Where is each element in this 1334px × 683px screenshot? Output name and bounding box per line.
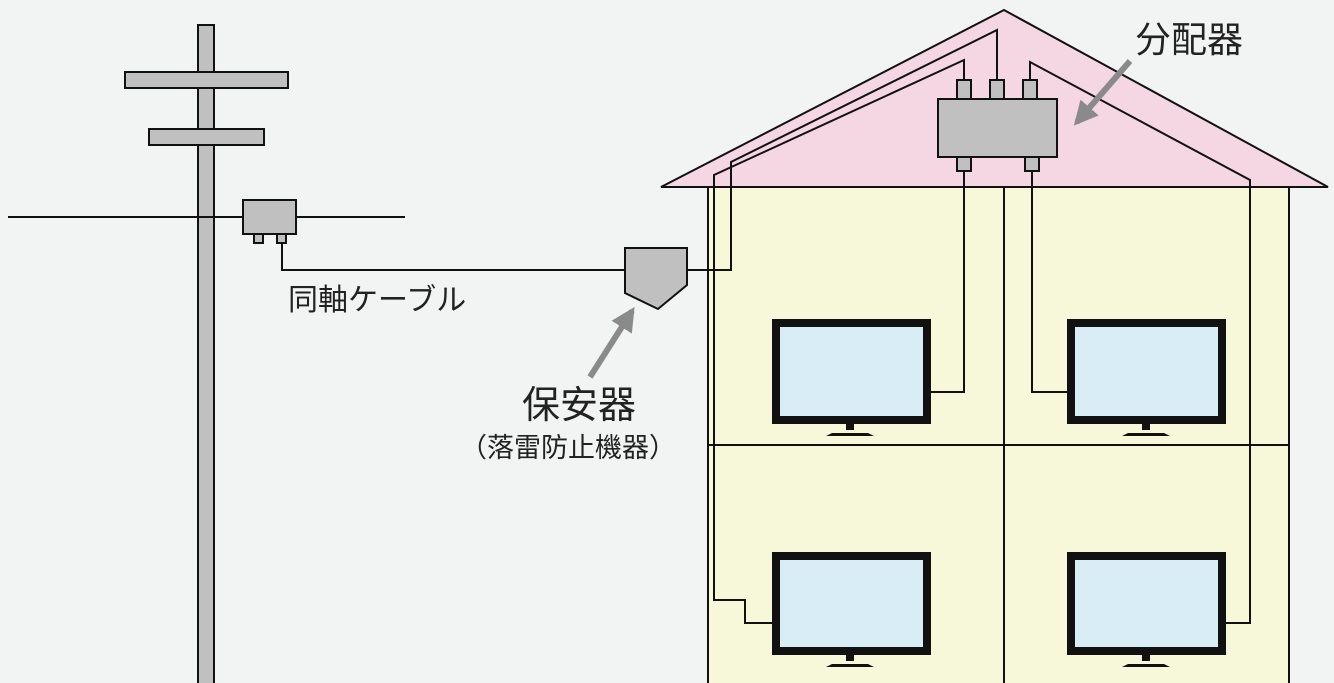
tv-icon — [772, 552, 931, 655]
splitter-to-tv-lower-left-cable — [713, 58, 965, 624]
tv-icon — [1067, 552, 1226, 655]
protector-label: 保安器 — [522, 383, 636, 427]
tv-upper-right — [1067, 319, 1226, 436]
tv-icon — [1067, 319, 1226, 424]
tv-icon — [772, 319, 931, 424]
splitter-callout-arrow — [1073, 59, 1133, 126]
tv-lower-right — [1067, 552, 1226, 667]
coax-cable-label: 同軸ケーブル — [288, 283, 466, 318]
tv-lower-left — [772, 552, 931, 667]
tap-box-icon — [242, 199, 297, 244]
coax-cable-line — [281, 243, 625, 271]
splitter-to-tv-lower-right-cable — [1029, 60, 1251, 624]
splitter-to-tv-upper-right-cable — [1031, 170, 1073, 393]
utility-pole-icon — [124, 24, 289, 683]
splitter-device-icon — [937, 79, 1058, 172]
protector-callout-arrow — [587, 306, 635, 379]
splitter-label: 分配器 — [1135, 20, 1243, 61]
protector-device-icon — [624, 247, 688, 311]
protector-to-splitter-cable — [687, 28, 998, 271]
protector-sublabel: （落雷防止機器） — [460, 433, 676, 464]
tv-upper-left — [772, 319, 931, 436]
cables — [281, 28, 1251, 624]
splitter-to-tv-upper-left-cable — [920, 170, 965, 393]
